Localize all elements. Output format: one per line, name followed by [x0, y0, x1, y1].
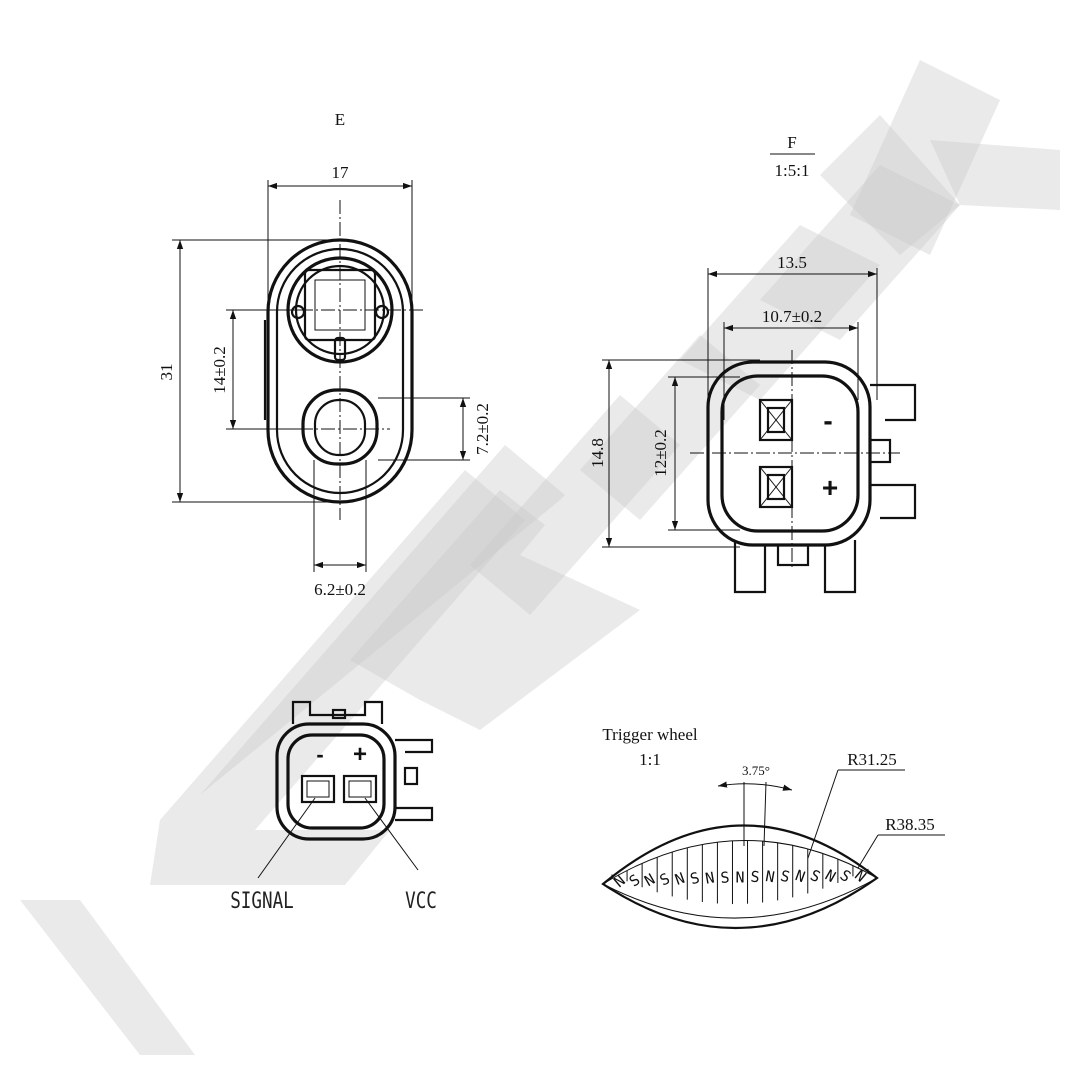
dim-f-inner-height: 12±0.2: [651, 429, 670, 477]
connector-body-inner: [286, 733, 386, 830]
pole-label: N: [641, 870, 658, 890]
connector-pin-vcc: [342, 774, 378, 804]
connector-body-outer: [275, 722, 397, 841]
label-vcc: VCC: [405, 888, 437, 913]
pole-label: N: [793, 866, 808, 886]
dim-e-width: 17: [332, 163, 350, 182]
view-f-scale: 1:5:1: [775, 161, 810, 180]
label-signal: SIGNAL: [230, 888, 294, 913]
pole-label: N: [610, 871, 628, 891]
pole-label: N: [704, 868, 716, 887]
dim-f-inner-width: 10.7±0.2: [762, 307, 822, 326]
trigger-wheel-title: Trigger wheel: [602, 725, 697, 744]
dim-e-hole-h: 6.2±0.2: [314, 580, 366, 599]
trigger-wheel-r-inner: R31.25: [847, 750, 897, 769]
pole-label: N: [672, 869, 687, 889]
trigger-wheel-angle: 3.75°: [742, 763, 770, 778]
connector-pin-minus: -: [316, 742, 323, 767]
connector-pin-signal: [300, 774, 336, 804]
pole-label: N: [764, 867, 776, 886]
dim-f-height: 14.8: [588, 438, 607, 468]
pole-label: S: [750, 868, 761, 887]
view-f-pin-plus: +: [822, 472, 838, 503]
dim-f-width: 13.5: [777, 253, 807, 272]
view-f-pin-minus: -: [823, 405, 832, 436]
pole-label: N: [851, 866, 869, 886]
trigger-wheel-r-outer: R38.35: [885, 815, 935, 834]
dim-e-pitch: 14±0.2: [210, 346, 229, 394]
view-f-label: F: [787, 133, 796, 152]
watermark-logo: [20, 60, 1060, 1055]
view-f: F 1:5:1 - + 13.5: [588, 133, 917, 594]
trigger-wheel-scale: 1:1: [639, 750, 661, 769]
pole-label: S: [778, 867, 791, 887]
pole-label: N: [822, 866, 839, 886]
view-e: E 17 31 14±0.2: [157, 110, 492, 599]
view-e-label: E: [335, 110, 345, 129]
connector-pin-plus: +: [353, 741, 367, 768]
pole-label: S: [657, 869, 673, 889]
dim-e-height: 31: [157, 364, 176, 381]
connector-face: - + SIGNAL VCC: [230, 700, 437, 914]
pole-label: S: [807, 866, 823, 886]
pole-label: S: [688, 869, 701, 889]
dim-e-hole-v: 7.2±0.2: [473, 403, 492, 455]
pole-label: S: [837, 866, 855, 886]
pole-label: N: [735, 868, 744, 886]
pole-label: S: [720, 868, 731, 887]
